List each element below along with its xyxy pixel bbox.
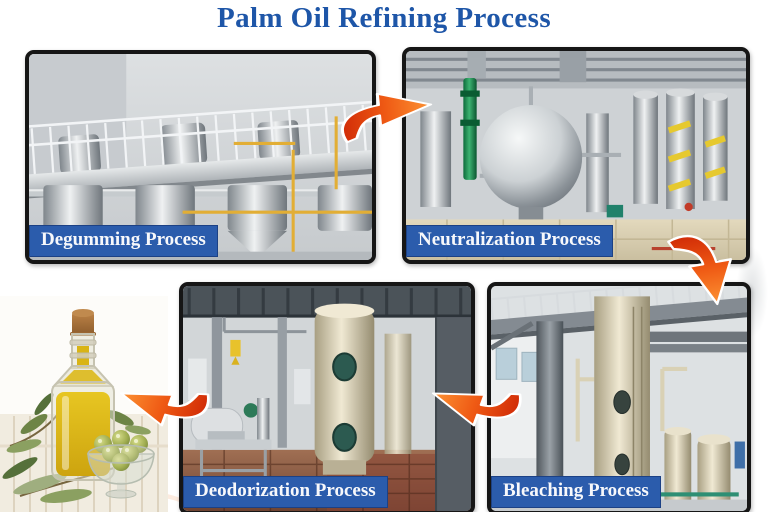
flow-arrow-neutralization-to-bleaching-icon xyxy=(667,234,732,306)
photo-bleaching: Bleaching Process xyxy=(487,282,751,512)
flow-arrow-deodorization-to-product-icon xyxy=(119,392,210,427)
photo-neutralization: Neutralization Process xyxy=(402,47,750,264)
degumming-photo-art xyxy=(29,54,372,260)
figure-title: Palm Oil Refining Process xyxy=(216,2,552,34)
step-label-neutralization: Neutralization Process xyxy=(406,225,613,257)
flow-arrow-bleaching-to-deodorization-icon xyxy=(431,392,522,427)
step-label-deodorization: Deodorization Process xyxy=(183,476,388,508)
bleaching-photo-art xyxy=(491,286,747,511)
step-label-degumming: Degumming Process xyxy=(29,225,218,257)
photo-degumming: Degumming Process xyxy=(25,50,376,264)
step-label-bleaching: Bleaching Process xyxy=(491,476,661,508)
photo-deodorization: Deodorization Process xyxy=(179,282,475,512)
flow-arrow-degumming-to-neutralization-icon xyxy=(341,92,433,144)
